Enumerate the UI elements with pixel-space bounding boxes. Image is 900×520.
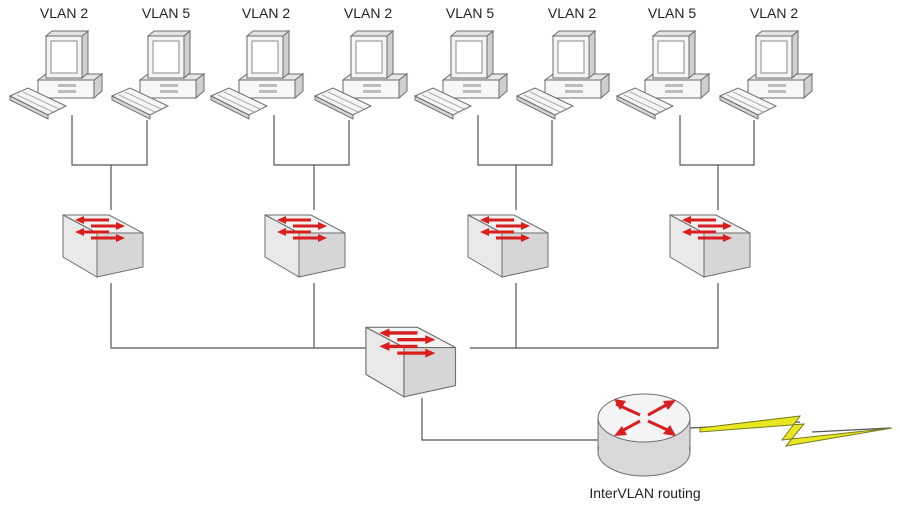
- desktop-computer-icon: [111, 30, 205, 120]
- desktop-computer-icon: [516, 30, 610, 120]
- access-switch-4[interactable]: [668, 213, 752, 279]
- link-router: [421, 398, 600, 441]
- lightning-bolt-icon: [699, 415, 893, 447]
- pc-1-vlan-label: VLAN 2: [40, 5, 88, 21]
- pc-8-vlan-label: VLAN 2: [750, 5, 798, 21]
- pc-7-vlan-label: VLAN 5: [648, 5, 696, 21]
- router-label: InterVLAN routing: [589, 485, 700, 501]
- network-switch-icon: [263, 213, 347, 279]
- desktop-computer-icon: [210, 30, 304, 120]
- router[interactable]: InterVLAN routing: [589, 393, 701, 501]
- pc-3-vlan-label: VLAN 2: [242, 5, 290, 21]
- access-switch-1[interactable]: [61, 213, 145, 279]
- link-pc-pair-2: [273, 115, 350, 210]
- desktop-computer-icon: [414, 30, 508, 120]
- network-switch-icon: [668, 213, 752, 279]
- router-icon: [597, 393, 691, 477]
- access-switch-3[interactable]: [466, 213, 550, 279]
- network-switch-icon: [466, 213, 550, 279]
- pc-1[interactable]: [9, 30, 103, 120]
- link-pc-pair-1: [71, 115, 148, 210]
- link-access-1: [110, 283, 380, 349]
- desktop-computer-icon: [314, 30, 408, 120]
- network-switch-icon: [364, 325, 458, 399]
- pc-8[interactable]: [719, 30, 813, 120]
- access-switches: [61, 213, 752, 279]
- link-pc-pair-3: [477, 115, 553, 210]
- link-pc-pair-4: [679, 115, 755, 210]
- pc-5[interactable]: [414, 30, 508, 120]
- link-access-4: [516, 283, 719, 349]
- desktop-computer-icon: [616, 30, 710, 120]
- link-wan-end: [811, 427, 891, 433]
- distribution-switch[interactable]: [364, 325, 458, 399]
- pc-4-vlan-label: VLAN 2: [344, 5, 392, 21]
- vlan-labels: VLAN 2 VLAN 5 VLAN 2 VLAN 2 VLAN 5 VLAN …: [40, 5, 798, 21]
- link-access-3: [470, 283, 517, 349]
- pc-7[interactable]: [616, 30, 710, 120]
- desktop-computer-icon: [719, 30, 813, 120]
- access-switch-2[interactable]: [263, 213, 347, 279]
- desktop-computer-icon: [9, 30, 103, 120]
- pc-row: [9, 30, 813, 120]
- pc-2[interactable]: [111, 30, 205, 120]
- links: [71, 115, 891, 441]
- pc-4[interactable]: [314, 30, 408, 120]
- pc-5-vlan-label: VLAN 5: [446, 5, 494, 21]
- pc-6[interactable]: [516, 30, 610, 120]
- pc-3[interactable]: [210, 30, 304, 120]
- network-switch-icon: [61, 213, 145, 279]
- pc-6-vlan-label: VLAN 2: [548, 5, 596, 21]
- pc-2-vlan-label: VLAN 5: [142, 5, 190, 21]
